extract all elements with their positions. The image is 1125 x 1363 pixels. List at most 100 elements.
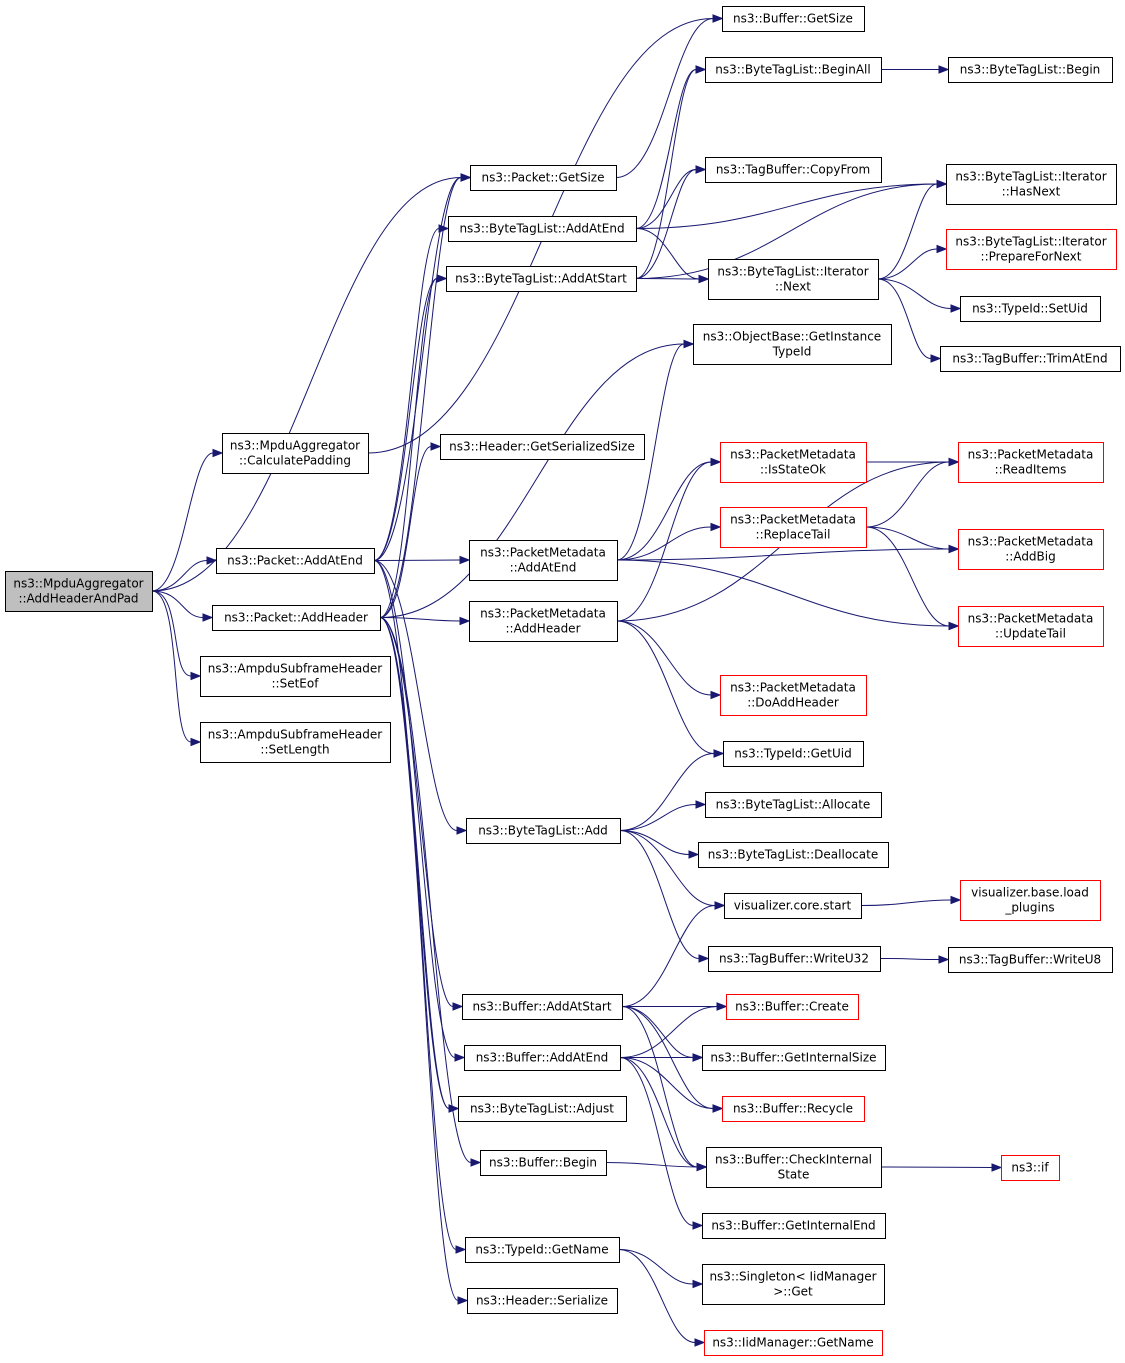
edge-root-to-pkt-addatend	[151, 560, 208, 592]
edge-pm-addatend-to-pm-addbig	[616, 548, 950, 561]
node-buf-addatend[interactable]: ns3::Buffer::AddAtEnd	[464, 1045, 621, 1071]
node-label: ::CalculatePadding	[239, 454, 351, 468]
node-pm-isstateok[interactable]: ns3::PacketMetadata::IsStateOk	[720, 442, 867, 483]
nodes-layer: ns3::MpduAggregator::AddHeaderAndPadns3:…	[5, 6, 1121, 1356]
node-singleton-get[interactable]: ns3::Singleton< IidManager>::Get	[702, 1264, 885, 1305]
node-tid-getname[interactable]: ns3::TypeId::GetName	[465, 1237, 620, 1263]
node-hdr-serialize[interactable]: ns3::Header::Serialize	[467, 1288, 618, 1314]
edge-arrowhead	[710, 522, 722, 532]
node-label: ns3::TypeId::SetUid	[972, 302, 1088, 316]
node-btl-deallocate[interactable]: ns3::ByteTagList::Deallocate	[698, 842, 889, 868]
node-btl-adjust[interactable]: ns3::ByteTagList::Adjust	[458, 1096, 627, 1122]
node-box	[466, 818, 621, 844]
edge-arrowhead	[950, 304, 962, 313]
edge-arrowhead	[948, 621, 960, 631]
node-label: ns3::ByteTagList::Allocate	[716, 798, 871, 812]
node-pm-doaddheader[interactable]: ns3::PacketMetadata::DoAddHeader	[720, 675, 867, 716]
node-label: TypeId	[772, 345, 812, 359]
node-label: ns3::ByteTagList::BeginAll	[715, 63, 870, 77]
node-tid-getuid[interactable]: ns3::TypeId::GetUid	[723, 741, 864, 767]
node-pm-updatetail[interactable]: ns3::PacketMetadata::UpdateTail	[958, 606, 1104, 647]
node-hdr-getsersize[interactable]: ns3::Header::GetSerializedSize	[440, 434, 645, 460]
node-setlength[interactable]: ns3::AmpduSubframeHeader::SetLength	[200, 722, 391, 763]
node-label: ::IsStateOk	[760, 463, 826, 477]
node-pkt-addheader[interactable]: ns3::Packet::AddHeader	[212, 605, 381, 631]
edge-arrowhead	[714, 901, 726, 910]
node-pm-addheader[interactable]: ns3::PacketMetadata::AddHeader	[469, 601, 618, 642]
node-iid-getname[interactable]: ns3::IidManager::GetName	[704, 1330, 883, 1356]
node-box	[702, 1045, 886, 1071]
node-btl-it-hasnext[interactable]: ns3::ByteTagList::Iterator::HasNext	[946, 164, 1117, 205]
node-calcpad[interactable]: ns3::MpduAggregator::CalculatePadding	[222, 433, 369, 474]
edge-arrowhead	[456, 826, 468, 835]
node-box	[200, 722, 391, 763]
node-buf-getinternalend[interactable]: ns3::Buffer::GetInternalEnd	[702, 1213, 886, 1239]
edges-layer	[151, 14, 1003, 1347]
node-label: ::ReplaceTail	[756, 528, 831, 542]
node-box	[705, 157, 882, 183]
node-btl-addatstart[interactable]: ns3::ByteTagList::AddAtStart	[446, 266, 637, 292]
edge-arrowhead	[710, 457, 722, 467]
node-box	[216, 548, 375, 574]
node-ns3-if[interactable]: ns3::if	[1001, 1155, 1060, 1181]
edge-buf-addatend-to-buf-checkinternal	[619, 1057, 698, 1168]
node-buf-begin[interactable]: ns3::Buffer::Begin	[480, 1150, 607, 1176]
node-pm-addatend[interactable]: ns3::PacketMetadata::AddAtEnd	[469, 540, 618, 581]
edge-btl-add-to-tb-writeu32	[619, 830, 700, 959]
node-tb-copyfrom[interactable]: ns3::TagBuffer::CopyFrom	[705, 157, 882, 183]
node-box	[465, 1237, 620, 1263]
node-btl-addatend[interactable]: ns3::ByteTagList::AddAtEnd	[448, 216, 637, 242]
node-label: >::Get	[773, 1285, 813, 1299]
node-label: ns3::Header::Serialize	[476, 1294, 608, 1308]
node-label: ns3::TagBuffer::CopyFrom	[716, 163, 870, 177]
node-label: ::PrepareForNext	[981, 250, 1082, 264]
node-tid-setuid[interactable]: ns3::TypeId::SetUid	[960, 296, 1101, 322]
node-label: ::HasNext	[1002, 185, 1061, 199]
node-box	[708, 259, 879, 300]
node-box	[222, 433, 369, 474]
node-pkt-addatend[interactable]: ns3::Packet::AddAtEnd	[216, 548, 375, 574]
node-label: ns3::PacketMetadata	[730, 681, 856, 695]
node-tb-writeu8[interactable]: ns3::TagBuffer::WriteU8	[948, 947, 1113, 973]
node-label: ns3::Buffer::AddAtEnd	[476, 1051, 609, 1065]
edge-pkt-addatend-to-btl-addatstart	[373, 278, 438, 561]
edge-arrowhead	[694, 1338, 706, 1347]
edge-btl-it-next-to-btl-it-hasnext	[877, 183, 938, 280]
node-tb-writeu32[interactable]: ns3::TagBuffer::WriteU32	[708, 946, 881, 972]
edge-arrowhead	[459, 555, 471, 565]
node-buf-getinternalsize[interactable]: ns3::Buffer::GetInternalSize	[702, 1045, 886, 1071]
node-pm-addbig[interactable]: ns3::PacketMetadata::AddBig	[958, 529, 1104, 570]
node-box	[948, 947, 1113, 973]
node-btl-it-prepare[interactable]: ns3::ByteTagList::Iterator::PrepareForNe…	[946, 229, 1117, 270]
node-buf-create[interactable]: ns3::Buffer::Create	[726, 994, 859, 1020]
node-btl-allocate[interactable]: ns3::ByteTagList::Allocate	[705, 792, 882, 818]
node-label: ::AddHeader	[505, 622, 580, 636]
node-label: ns3::TypeId::GetName	[475, 1243, 608, 1257]
node-tb-trimatend[interactable]: ns3::TagBuffer::TrimAtEnd	[940, 346, 1121, 372]
node-buf-getsize[interactable]: ns3::Buffer::GetSize	[722, 6, 865, 32]
edge-pkt-addatend-to-buf-addatend	[373, 560, 456, 1058]
node-buf-addatstart[interactable]: ns3::Buffer::AddAtStart	[462, 994, 623, 1020]
node-pkt-getsize[interactable]: ns3::Packet::GetSize	[470, 165, 617, 191]
node-pm-replacetail[interactable]: ns3::PacketMetadata::ReplaceTail	[720, 507, 867, 548]
node-btl-beginall[interactable]: ns3::ByteTagList::BeginAll	[705, 57, 882, 83]
edge-arrowhead	[190, 671, 202, 681]
node-label: ns3::ObjectBase::GetInstance	[703, 330, 881, 344]
node-btl-it-next[interactable]: ns3::ByteTagList::Iterator::Next	[708, 259, 879, 300]
edge-arrowhead	[938, 955, 950, 964]
edge-arrowhead	[695, 165, 707, 174]
node-viz-start[interactable]: visualizer.core.start	[724, 893, 862, 919]
node-btl-begin[interactable]: ns3::ByteTagList::Begin	[948, 57, 1113, 83]
node-label: ::AddHeaderAndPad	[18, 592, 138, 606]
node-viz-loadplugins[interactable]: visualizer.base.load_plugins	[960, 880, 1101, 921]
node-root[interactable]: ns3::MpduAggregator::AddHeaderAndPad	[5, 571, 153, 612]
node-pm-readitems[interactable]: ns3::PacketMetadata::ReadItems	[958, 442, 1104, 483]
node-seteof[interactable]: ns3::AmpduSubframeHeader::SetEof	[200, 656, 391, 697]
node-buf-recycle[interactable]: ns3::Buffer::Recycle	[722, 1096, 865, 1122]
edge-root-to-calcpad	[151, 452, 214, 592]
node-btl-add[interactable]: ns3::ByteTagList::Add	[466, 818, 621, 844]
node-box	[720, 675, 867, 716]
node-box	[722, 1096, 865, 1122]
